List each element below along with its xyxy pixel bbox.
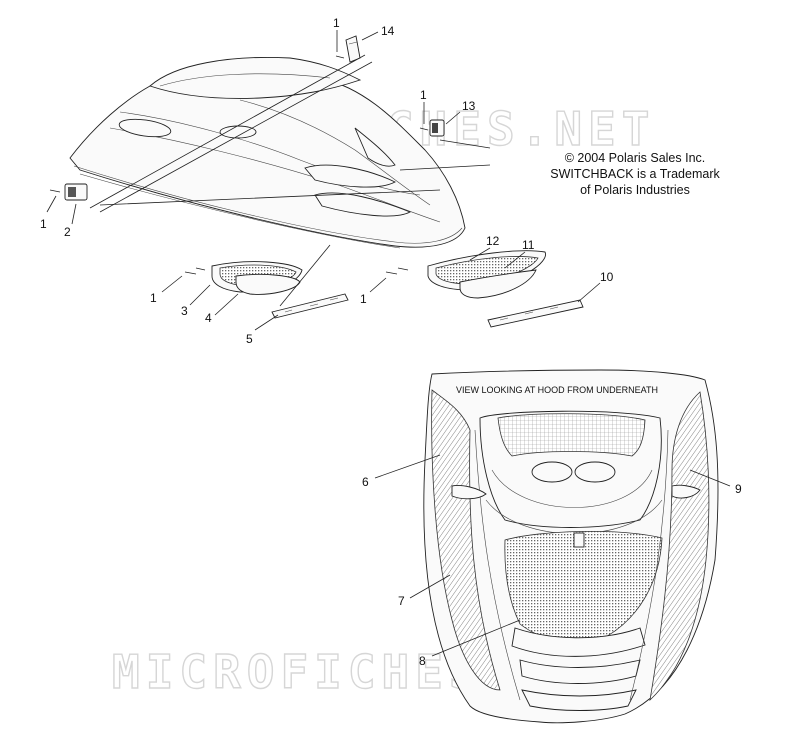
callout-8: 8	[419, 654, 426, 668]
leader-lines-bottom	[374, 454, 731, 657]
callout-5: 5	[246, 332, 253, 346]
hood-assembly	[69, 57, 466, 249]
hood-underside	[423, 369, 719, 724]
callout-1-mid: 1	[420, 88, 427, 102]
callout-1-lower-right: 1	[360, 292, 367, 306]
screws	[49, 55, 429, 275]
callout-9: 9	[735, 482, 742, 496]
part-14-clip	[345, 35, 361, 63]
callout-1-left: 1	[40, 217, 47, 231]
callout-2: 2	[64, 225, 71, 239]
callout-6: 6	[362, 475, 369, 489]
copyright-line-2: SWITCHBACK is a Trademark	[550, 167, 720, 181]
callout-3: 3	[181, 304, 188, 318]
callout-11: 11	[522, 238, 535, 252]
part-3-4-left-vent	[211, 261, 303, 295]
callout-14: 14	[381, 24, 395, 38]
callout-7: 7	[398, 594, 405, 608]
callout-10: 10	[600, 270, 614, 284]
part-5-decal	[271, 293, 349, 319]
copyright-line-1: © 2004 Polaris Sales Inc.	[564, 151, 706, 165]
part-2-clip	[64, 183, 88, 201]
callout-1-lower-left: 1	[150, 291, 157, 305]
callout-13: 13	[462, 99, 476, 113]
part-13-clip	[429, 119, 445, 137]
callout-1-top: 1	[333, 16, 340, 30]
part-11-12-right-vent	[427, 250, 546, 299]
callout-4: 4	[205, 311, 212, 325]
leader-lines-top	[46, 30, 601, 331]
view-caption: VIEW LOOKING AT HOOD FROM UNDERNEATH	[456, 385, 658, 395]
copyright-note: © 2004 Polaris Sales Inc. SWITCHBACK is …	[520, 150, 750, 198]
copyright-line-3: of Polaris Industries	[580, 183, 690, 197]
part-10-decal	[487, 299, 584, 328]
callout-12: 12	[486, 234, 500, 248]
